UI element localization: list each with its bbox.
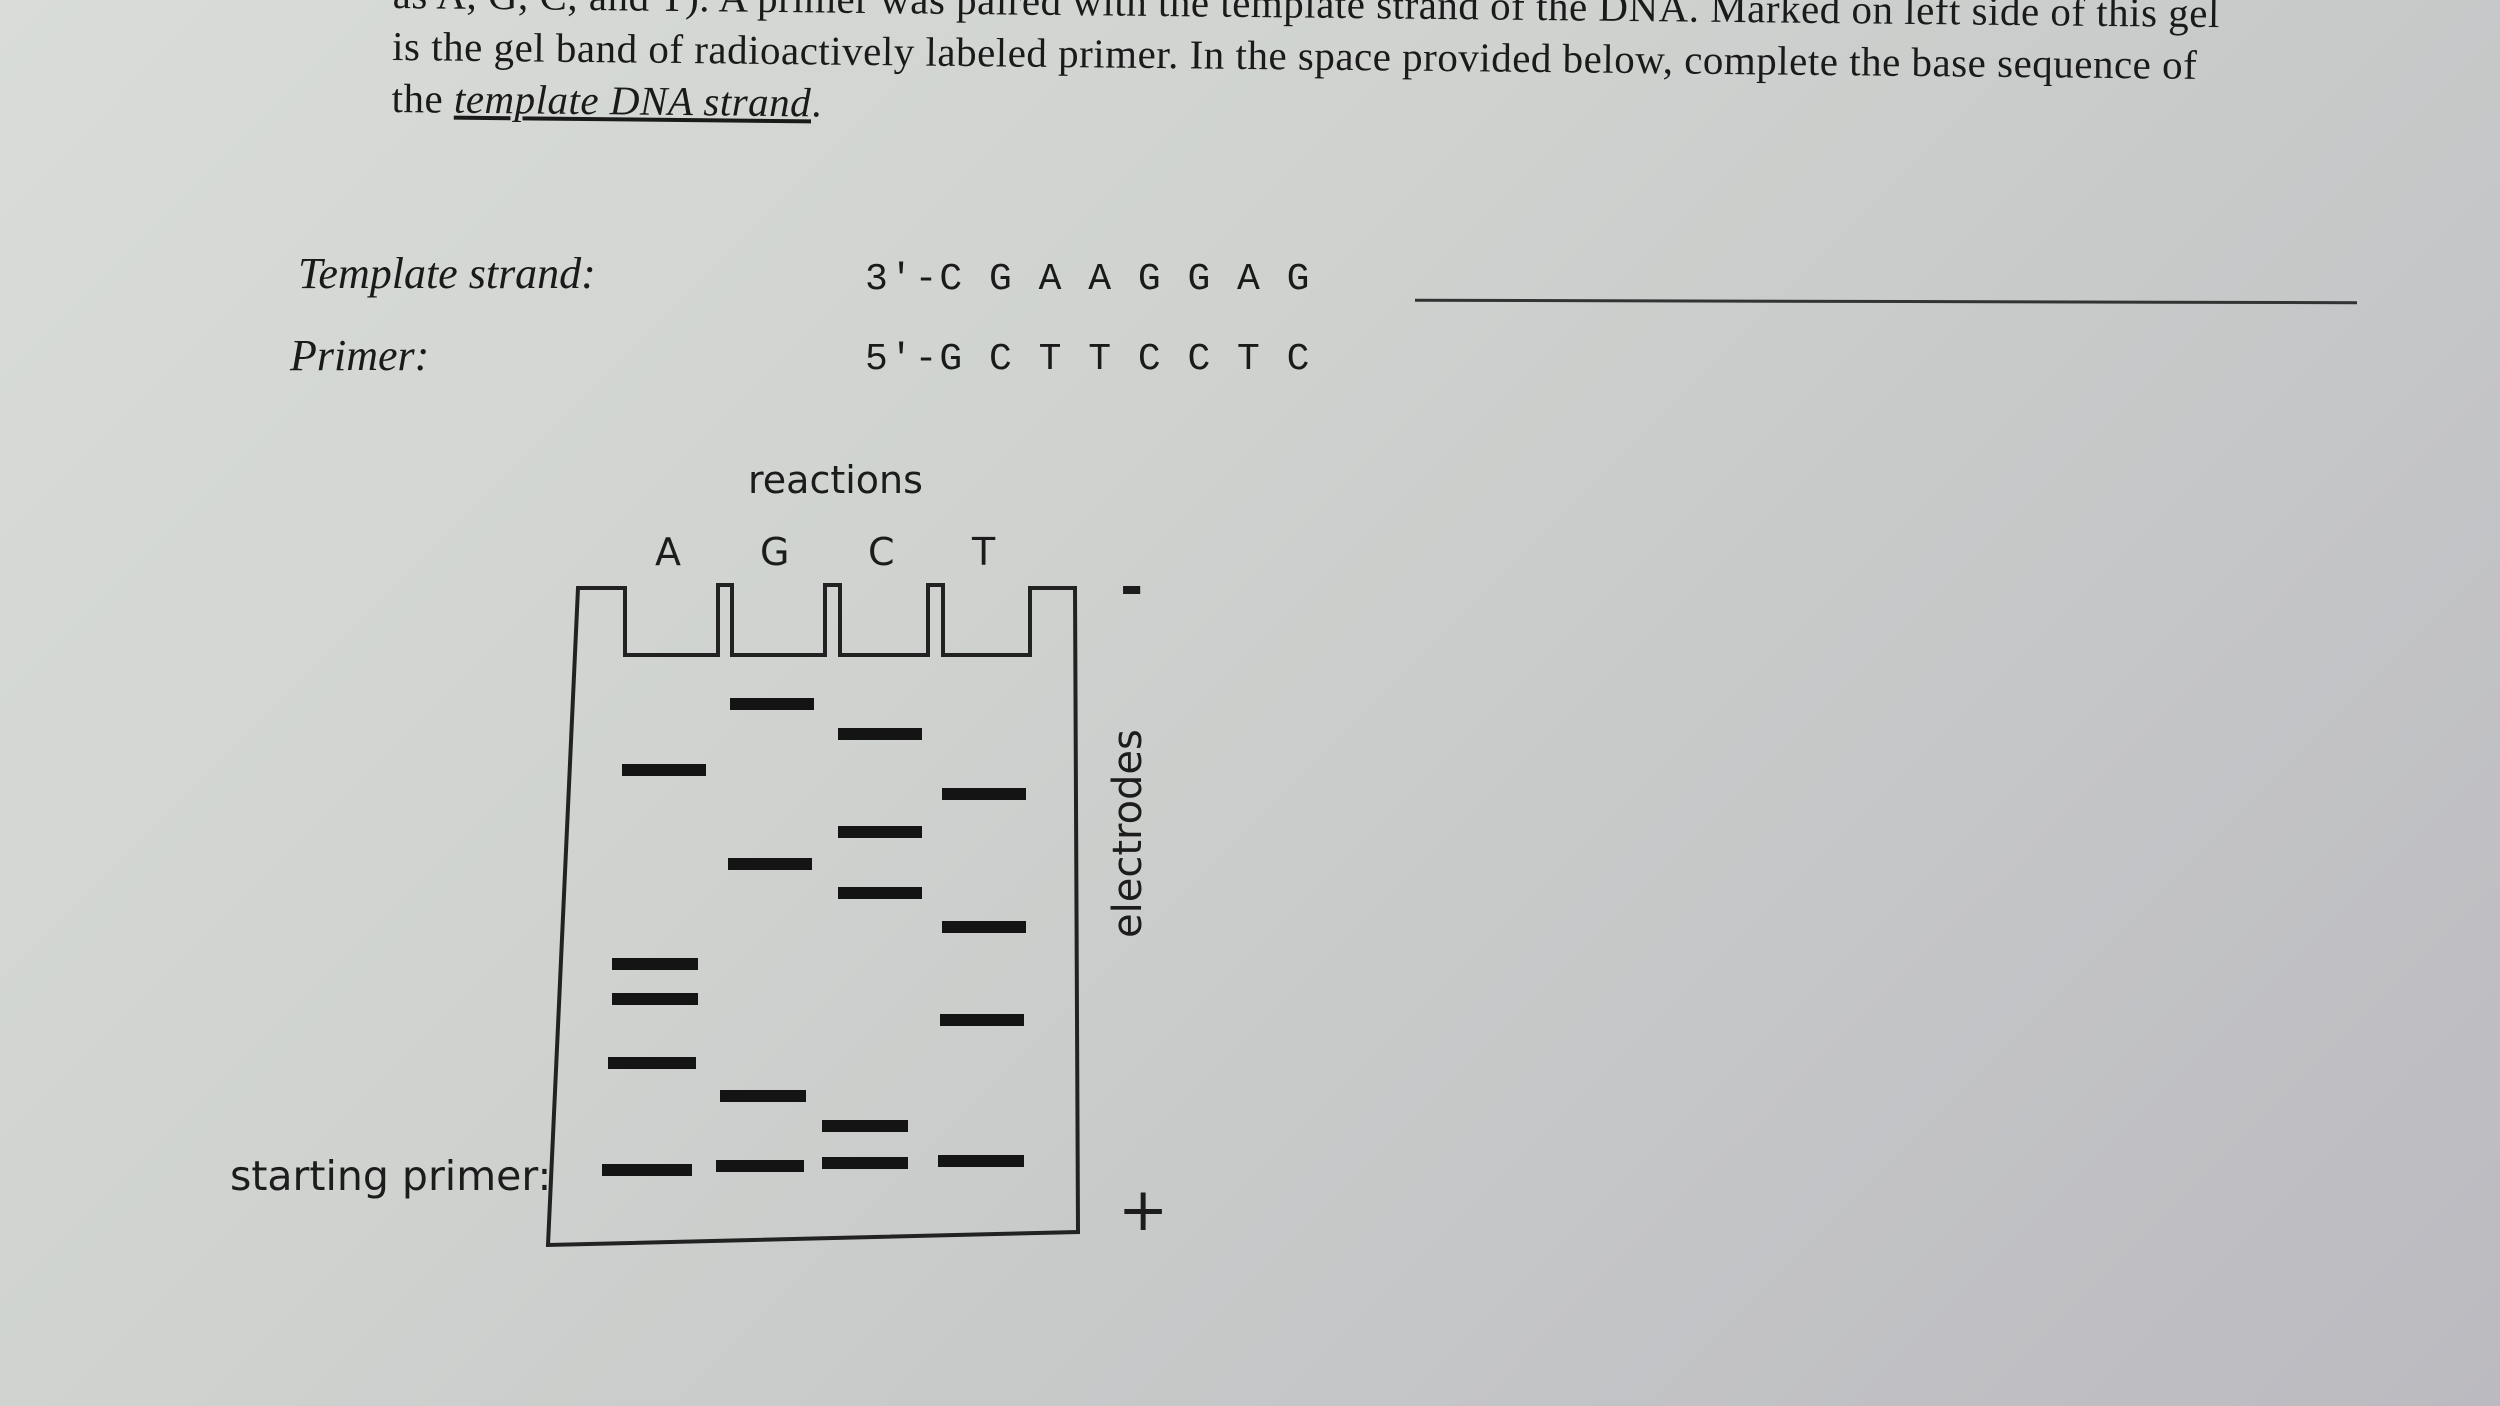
band-c-2 — [838, 826, 922, 838]
lane-label-g: G — [760, 530, 790, 574]
starting-primer-label: starting primer: — [230, 1152, 552, 1200]
band-t-3 — [940, 1014, 1024, 1026]
primer-label: Primer: — [290, 331, 430, 380]
band-c-4 — [822, 1120, 908, 1132]
band-a-1 — [622, 764, 706, 776]
template-strand-label: Template strand: — [298, 249, 596, 298]
band-a-4 — [608, 1057, 696, 1069]
lane-label-a: A — [655, 530, 681, 574]
band-a-3 — [612, 993, 698, 1005]
reactions-label: reactions — [748, 458, 923, 502]
band-g-starting-primer — [716, 1160, 804, 1172]
primer-sequence: 5′-G C T T C C T C — [865, 338, 1312, 381]
band-c-3 — [838, 887, 922, 899]
band-t-2 — [942, 921, 1026, 933]
band-c-starting-primer — [822, 1157, 908, 1169]
gel-outline — [545, 583, 1081, 1248]
band-a-starting-primer — [602, 1164, 692, 1176]
band-g-1 — [730, 698, 814, 710]
band-t-starting-primer — [938, 1155, 1024, 1167]
band-g-3 — [720, 1090, 806, 1102]
template-strand-sequence: 3′-C G A A G G A G — [865, 258, 1312, 301]
band-g-2 — [728, 858, 812, 870]
lane-label-t: T — [972, 530, 996, 574]
negative-electrode-label: - — [1120, 555, 1144, 620]
positive-electrode-label: + — [1118, 1175, 1169, 1245]
band-c-1 — [838, 728, 922, 740]
lane-label-c: C — [868, 530, 895, 574]
band-t-1 — [942, 788, 1026, 800]
gel-bands — [602, 698, 1026, 1176]
band-a-2 — [612, 958, 698, 970]
